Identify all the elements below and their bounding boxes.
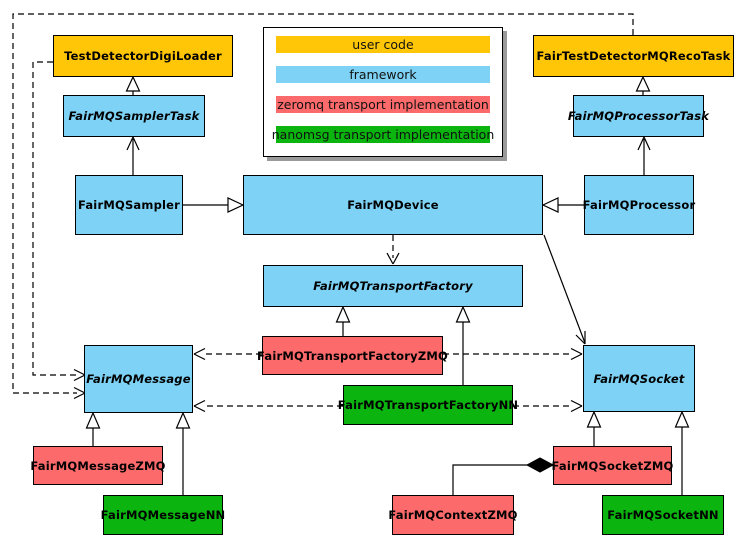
legend-item-user-code: user code xyxy=(276,36,490,53)
class-node-fairmqdevice: FairMQDevice xyxy=(243,175,543,235)
edge-tfzmq-to-message-dashed xyxy=(193,347,262,361)
legend-item-zeromq: zeromq transport implementation xyxy=(276,96,490,113)
edge-tfnn-to-socket-dashed xyxy=(513,399,583,413)
class-node-fairmqsocket: FairMQSocket xyxy=(583,345,695,412)
class-node-fairmqtransportfactorynn: FairMQTransportFactoryNN xyxy=(338,385,518,425)
edge-samplertask-digiloader-inheritance xyxy=(125,75,141,95)
class-node-fairmqsocketnn: FairMQSocketNN xyxy=(602,495,724,535)
edge-processortask-recotask-inheritance xyxy=(635,75,651,95)
class-node-fairmqsampler: FairMQSampler xyxy=(75,175,183,235)
edge-processor-to-processortask-arrow xyxy=(637,136,651,175)
edge-tfzmq-transportfactory-inheritance xyxy=(335,305,351,336)
edge-tfnn-to-message-dashed xyxy=(193,399,343,413)
edge-sampler-device-inheritance xyxy=(183,197,245,213)
legend-item-nanomsg: nanomsg transport implementation xyxy=(271,126,495,143)
class-node-fairmqmessagezmq: FairMQMessageZMQ xyxy=(30,446,165,485)
edge-socketzmq-contextzmq-composition xyxy=(452,457,555,495)
legend-box: user code framework zeromq transport imp… xyxy=(263,27,503,157)
class-node-testdetectordigiloader: TestDetectorDigiLoader xyxy=(53,35,233,77)
class-node-fairtestdetectormqrecotask: FairTestDetectorMQRecoTask xyxy=(533,35,734,77)
edge-digiloader-to-message-dashed xyxy=(32,61,86,382)
edge-device-to-socket-arrow xyxy=(543,234,586,345)
edge-tfzmq-to-socket-dashed xyxy=(443,347,583,361)
class-node-fairmqmessage: FairMQMessage xyxy=(84,345,193,413)
class-node-fairmqsamplertask: FairMQSamplerTask xyxy=(63,95,205,137)
class-node-fairmqprocessor: FairMQProcessor xyxy=(583,175,695,235)
edge-processor-device-inheritance xyxy=(541,197,584,213)
class-node-fairmqtransportfactory: FairMQTransportFactory xyxy=(263,265,523,307)
edge-device-to-transportfactory-dashed xyxy=(386,235,400,265)
class-node-fairmqprocessortask: FairMQProcessorTask xyxy=(568,95,709,137)
edge-messagezmq-message-inheritance xyxy=(85,411,101,446)
edge-messagenn-message-inheritance xyxy=(175,411,191,495)
edge-tfnn-transportfactory-inheritance xyxy=(455,305,471,385)
class-node-fairmqtransportfactoryzmq: FairMQTransportFactoryZMQ xyxy=(257,336,448,375)
class-node-fairmqcontextzmq: FairMQContextZMQ xyxy=(388,495,517,535)
class-node-fairmqsocketzmq: FairMQSocketZMQ xyxy=(552,446,673,485)
legend-item-framework: framework xyxy=(276,66,490,83)
edge-socketnn-socket-inheritance xyxy=(674,410,690,495)
class-node-fairmqmessagenn: FairMQMessageNN xyxy=(101,495,225,535)
edge-socketzmq-socket-inheritance xyxy=(586,410,602,446)
edge-recotask-to-message-dashed xyxy=(12,13,634,400)
edge-sampler-to-samplertask-arrow xyxy=(126,136,140,175)
